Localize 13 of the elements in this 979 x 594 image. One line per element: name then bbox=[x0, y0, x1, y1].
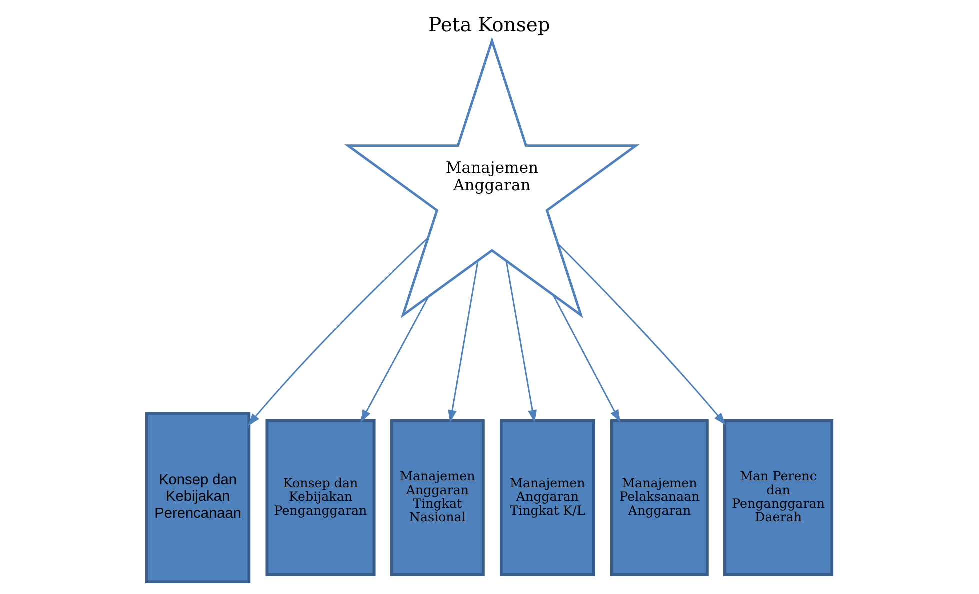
arrow bbox=[448, 260, 479, 423]
node-box: Manajemen Anggaran Tingkat K/L bbox=[500, 419, 596, 576]
arrow bbox=[552, 294, 621, 423]
arrow bbox=[360, 296, 430, 423]
arrow bbox=[558, 243, 726, 426]
node-box: Man Perenc dan Penganggaran Daerah bbox=[724, 419, 834, 576]
node-box: Manajemen Pelaksanaan Anggaran bbox=[610, 419, 709, 576]
node-box: Konsep dan Kebijakan Perencanaan bbox=[145, 412, 251, 584]
node-box: Konsep dan Kebijakan Penganggaran bbox=[266, 419, 376, 576]
node-box: Manajemen Anggaran Tingkat Nasional bbox=[390, 419, 485, 576]
arrow bbox=[506, 260, 537, 423]
arrow bbox=[248, 238, 429, 426]
diagram-title: Peta Konsep bbox=[428, 13, 550, 36]
